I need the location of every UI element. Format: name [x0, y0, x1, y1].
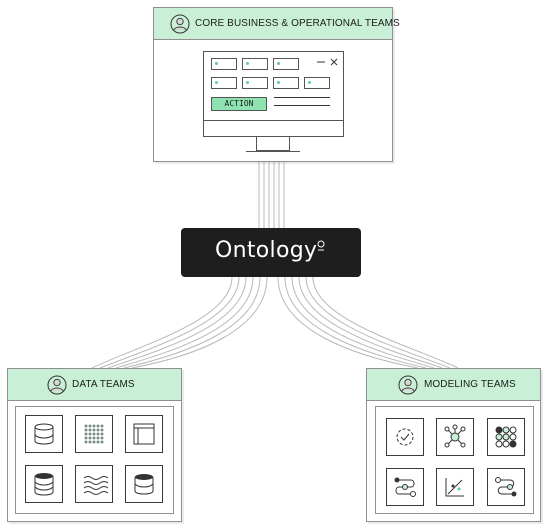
database-filled-icon	[125, 465, 163, 503]
form-field[interactable]	[304, 77, 330, 89]
panel-header: CORE BUSINESS & OPERATIONAL TEAMS	[154, 8, 400, 40]
close-icon[interactable]	[329, 57, 339, 67]
database-stack-icon	[25, 465, 63, 503]
node-cluster-icon	[487, 418, 525, 456]
modeling-tiles-frame	[375, 406, 534, 514]
text-line	[274, 105, 330, 106]
screen-divider	[204, 120, 343, 121]
ontology-label: Ontology	[215, 238, 318, 263]
form-field[interactable]	[242, 77, 268, 89]
panel-title: MODELING TEAMS	[424, 379, 516, 390]
table-layout-icon	[125, 415, 163, 453]
action-button[interactable]: ACTION	[211, 97, 267, 111]
form-field[interactable]	[242, 58, 268, 70]
database-glass-icon	[25, 415, 63, 453]
data-tiles-frame	[15, 406, 174, 514]
panel-header: DATA TEAMS	[8, 369, 181, 401]
monitor-stand	[256, 137, 290, 151]
branch-flow-icon	[487, 468, 525, 506]
user-avatar-icon	[398, 375, 418, 395]
user-avatar-icon	[170, 14, 190, 34]
text-line	[274, 97, 330, 98]
waves-icon	[75, 465, 113, 503]
app-screen: ACTION	[203, 51, 344, 137]
panel-title: CORE BUSINESS & OPERATIONAL TEAMS	[195, 18, 400, 29]
form-field[interactable]	[273, 77, 299, 89]
form-field[interactable]	[211, 58, 237, 70]
panel-header: MODELING TEAMS	[367, 369, 540, 401]
network-node-icon	[436, 418, 474, 456]
user-avatar-icon	[47, 375, 67, 395]
form-field[interactable]	[273, 58, 299, 70]
ontology-symbol-icon	[317, 240, 325, 251]
form-field[interactable]	[211, 77, 237, 89]
grid-dots-icon	[75, 415, 113, 453]
minimize-icon[interactable]	[316, 57, 326, 67]
panel-title: DATA TEAMS	[72, 379, 135, 390]
monitor-base	[246, 151, 300, 152]
scatter-plot-icon	[436, 468, 474, 506]
pipeline-flow-icon	[386, 468, 424, 506]
ontology-node[interactable]: Ontology	[181, 228, 361, 277]
gear-check-icon	[386, 418, 424, 456]
